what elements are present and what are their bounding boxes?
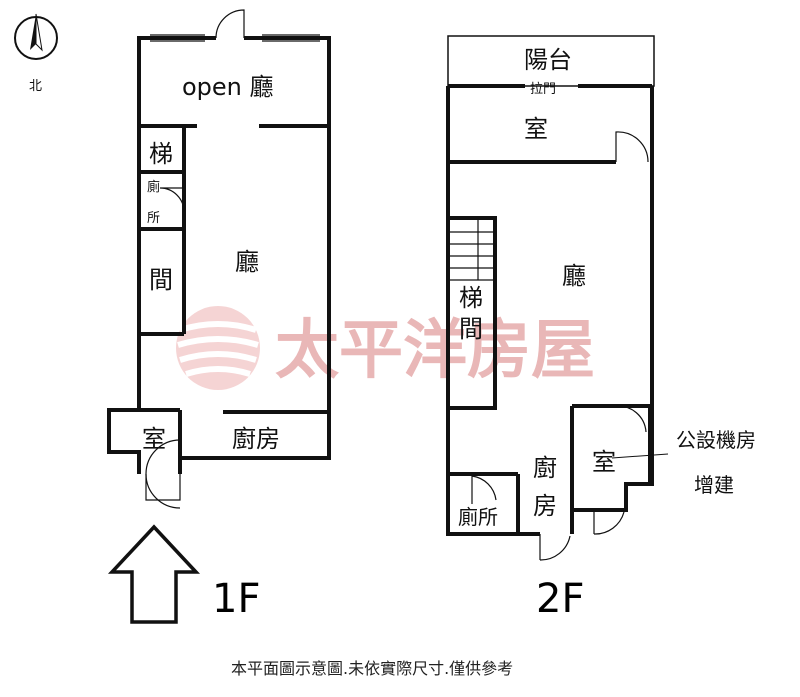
f2-hall-label: 廳: [562, 262, 586, 290]
f2-stairs-label-a: 梯: [459, 284, 483, 312]
f2-toilet-label: 廁所: [458, 505, 498, 529]
floor2-label: 2F: [536, 576, 584, 622]
entry-arrow-icon: [107, 524, 201, 624]
f1-kitchen-label: 廚房: [232, 425, 280, 453]
f1-room-jian-label: 間: [149, 266, 173, 294]
compass-icon: [14, 13, 58, 60]
f2-room-top-label: 室: [524, 115, 548, 143]
f1-toilet-label-top: 廁: [147, 179, 160, 195]
f1-toilet-label-bottom: 所: [147, 211, 160, 226]
f2-sliding-door-label: 拉門: [530, 82, 556, 97]
f2-balcony-label: 陽台: [524, 46, 572, 74]
f2-annotation-line1: 公設機房: [676, 428, 756, 452]
f1-room-label: 室: [142, 425, 166, 453]
disclaimer-text: 本平面圖示意圖.未依實際尺寸.僅供參考: [231, 659, 513, 678]
f2-kitchen-label-b: 房: [533, 492, 557, 520]
floor1-plan: [107, 9, 331, 509]
watermark-logo: [176, 306, 260, 390]
compass-north-label: 北: [29, 79, 42, 94]
floor2-plan: [446, 35, 669, 561]
f1-stairs-label: 梯: [149, 140, 173, 168]
f1-open-hall-label: open 廳: [182, 73, 274, 101]
f2-kitchen-label-a: 廚: [533, 454, 557, 482]
watermark-text: 太平洋房屋: [275, 313, 595, 388]
floor1-label: 1F: [212, 576, 260, 622]
f2-annotation-line2: 增建: [694, 473, 734, 497]
f1-hall-label: 廳: [235, 248, 259, 276]
f2-stairs-label-b: 間: [459, 315, 483, 343]
f2-room-right-label: 室: [592, 448, 616, 476]
